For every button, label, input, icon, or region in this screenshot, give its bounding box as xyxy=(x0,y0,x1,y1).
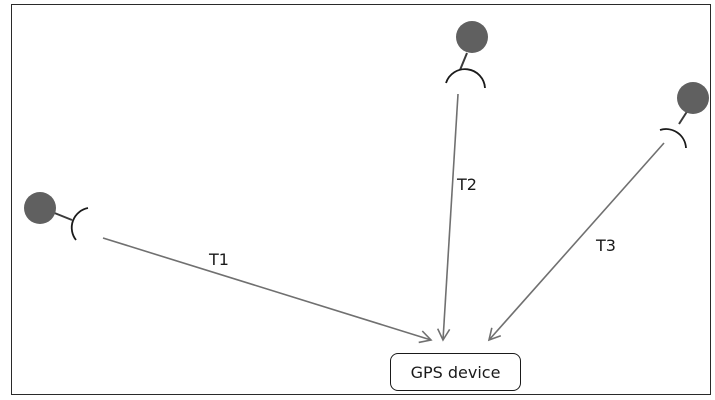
signal-arrow-t3 xyxy=(487,142,665,342)
signal-label-t1: T1 xyxy=(208,250,229,269)
satellite-2-body-icon xyxy=(456,21,488,53)
satellite-1 xyxy=(24,192,89,241)
signal-arrow-t1 xyxy=(102,237,433,344)
signal-arrow-t2 xyxy=(436,93,459,342)
satellite-2-stem xyxy=(459,52,468,71)
satellite-1-stem xyxy=(51,211,73,221)
gps-device-box: GPS device xyxy=(390,353,521,391)
signal-label-t2: T2 xyxy=(456,175,477,194)
satellite-2 xyxy=(445,21,488,89)
satellite-3-body-icon xyxy=(677,82,709,114)
satellite-1-body-icon xyxy=(24,192,56,224)
gps-device-label: GPS device xyxy=(410,362,501,382)
diagram-frame xyxy=(11,4,711,395)
satellite-1-antenna-icon xyxy=(70,207,89,241)
satellite-3 xyxy=(659,82,709,149)
signal-label-t3: T3 xyxy=(595,236,616,255)
satellite-2-antenna-icon xyxy=(445,68,486,89)
satellite-3-antenna-icon xyxy=(659,128,687,149)
